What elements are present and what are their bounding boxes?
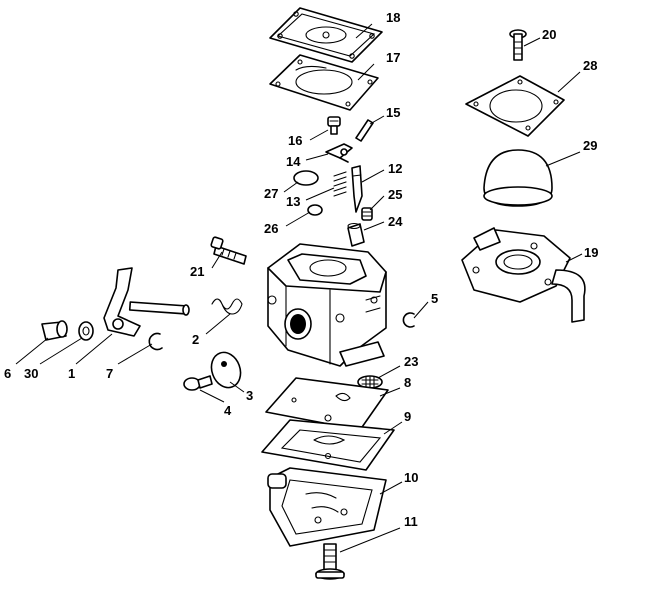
carburetor-body — [267, 243, 387, 367]
callout-30: 30 — [24, 366, 38, 381]
callout-17: 17 — [386, 50, 400, 65]
part-11-screw — [315, 543, 345, 580]
callout-3: 3 — [246, 388, 253, 403]
part-15-pin — [355, 119, 374, 142]
part-14-lever — [325, 143, 353, 163]
callout-2: 2 — [192, 332, 199, 347]
callout-10: 10 — [404, 470, 418, 485]
part-30-washer — [78, 321, 94, 341]
part-17-gasket — [269, 54, 379, 111]
callout-29: 29 — [583, 138, 597, 153]
callout-14: 14 — [286, 154, 301, 169]
callout-15: 15 — [386, 105, 400, 120]
callout-19: 19 — [584, 245, 598, 260]
part-7-circlip — [148, 332, 163, 351]
part-4-screw — [183, 375, 213, 391]
callout-20: 20 — [542, 27, 556, 42]
callout-9: 9 — [404, 409, 411, 424]
callout-4: 4 — [224, 403, 232, 418]
part-10-cover — [267, 467, 387, 547]
callout-12: 12 — [388, 161, 402, 176]
callout-1: 1 — [68, 366, 75, 381]
part-29-primer-bulb — [483, 149, 553, 207]
callout-18: 18 — [386, 10, 400, 25]
part-19-pump-housing — [461, 227, 586, 323]
part-1-lever — [103, 267, 190, 337]
part-16-screw — [327, 116, 341, 135]
callout-16: 16 — [288, 133, 302, 148]
part-5-circlip — [402, 312, 415, 328]
callout-23: 23 — [404, 354, 418, 369]
part-20-screw — [509, 29, 527, 61]
callout-25: 25 — [388, 187, 402, 202]
callout-26: 26 — [264, 221, 278, 236]
part-2-spring — [211, 298, 243, 315]
part-28-gasket — [465, 75, 565, 137]
callout-labels: 18 17 15 16 14 12 27 13 25 26 24 21 5 2 … — [4, 10, 598, 529]
callout-5: 5 — [431, 291, 438, 306]
callout-6: 6 — [4, 366, 11, 381]
part-18-diaphragm — [269, 7, 383, 63]
part-9-gasket — [261, 419, 395, 471]
callout-8: 8 — [404, 375, 411, 390]
callout-21: 21 — [190, 264, 204, 279]
part-26-plug — [307, 204, 323, 216]
part-12-needle — [351, 165, 363, 213]
callout-27: 27 — [264, 186, 278, 201]
part-6-cap — [41, 320, 68, 341]
callout-28: 28 — [583, 58, 597, 73]
part-3-disc — [210, 351, 242, 389]
callout-11: 11 — [404, 514, 418, 529]
callout-24: 24 — [388, 214, 403, 229]
part-27-plug — [293, 170, 319, 186]
leader-lines — [15, 23, 583, 553]
part-24-sleeve — [347, 222, 365, 247]
part-21-shaft — [210, 236, 247, 265]
part-23-screen — [357, 375, 383, 389]
callout-7: 7 — [106, 366, 113, 381]
part-25-nozzle — [361, 207, 373, 221]
callout-13: 13 — [286, 194, 300, 209]
part-13-spring — [333, 171, 347, 197]
